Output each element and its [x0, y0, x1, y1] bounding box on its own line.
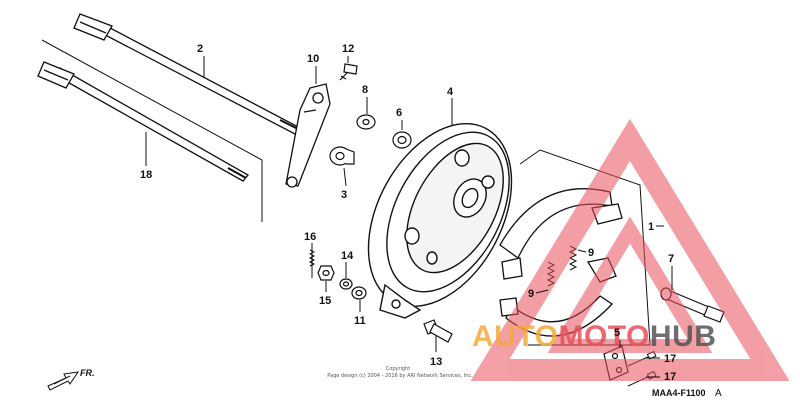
front-label: FR. — [80, 368, 95, 378]
callout-label-7: 7 — [668, 253, 674, 265]
torque-link — [285, 83, 331, 188]
callout-label-8: 8 — [362, 84, 368, 96]
diagram-revision: A — [715, 388, 722, 399]
callout-label-5: 5 — [614, 327, 620, 339]
axle-lower — [37, 61, 249, 182]
callout-label-1: 1 — [648, 221, 654, 233]
callout-label-15: 15 — [319, 295, 331, 307]
bolt-12 — [339, 63, 358, 81]
callout-label-16: 16 — [304, 231, 316, 243]
brand-watermark-logo — [470, 118, 790, 381]
callout-label-14: 14 — [341, 250, 354, 262]
axle-group-bracket — [41, 39, 263, 222]
callout-leader-9 — [577, 249, 587, 253]
callout-label-4: 4 — [447, 86, 454, 98]
axle-upper — [73, 13, 302, 135]
nut-15 — [317, 265, 335, 281]
callout-label-3: 3 — [341, 189, 347, 201]
callout-label-12: 12 — [342, 43, 354, 55]
brand-part-auto: AUTO — [472, 320, 558, 353]
callout-label-11: 11 — [354, 315, 366, 327]
callout-label-6: 6 — [396, 107, 402, 119]
collar-3 — [329, 146, 355, 166]
callout-label-13: 13 — [430, 356, 442, 368]
diagram-code: MAA4-F1100 — [652, 388, 706, 398]
callout-leader-9 — [535, 289, 549, 294]
brand-part-hub: HUB — [650, 320, 717, 353]
brand-part-moto: MOTO — [558, 320, 649, 353]
brand-watermark-text: AUTOMOTOHUB — [472, 320, 716, 353]
nut-14 — [339, 278, 353, 290]
seal-6 — [392, 131, 412, 149]
front-arrow-icon — [47, 371, 80, 391]
callout-leader-3 — [343, 167, 347, 187]
stud-16 — [308, 246, 316, 278]
copyright-line-2: Page design (c) 2004 - 2016 by ARI Netwo… — [327, 373, 473, 379]
brake-panel — [367, 123, 513, 319]
callout-label-9: 9 — [588, 247, 594, 259]
copyright-line-1: Copyright — [386, 366, 410, 372]
bolt-13 — [423, 319, 453, 343]
washer-8 — [356, 114, 376, 130]
callout-label-10: 10 — [307, 53, 319, 65]
callout-label-17: 17 — [664, 371, 676, 383]
callout-label-17: 17 — [664, 353, 676, 365]
callout-label-18: 18 — [140, 169, 152, 181]
callout-label-9: 9 — [528, 288, 534, 300]
washer-11 — [351, 286, 367, 300]
callout-label-2: 2 — [197, 43, 203, 55]
